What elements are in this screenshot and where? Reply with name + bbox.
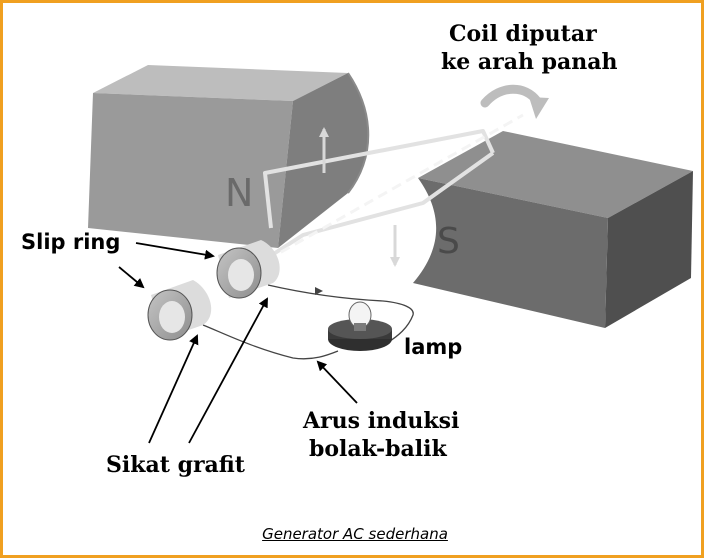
- lamp-icon: [328, 301, 392, 351]
- slip-ring-label: Slip ring: [21, 230, 121, 254]
- south-magnet: [413, 131, 693, 328]
- rotation-arrow-icon: [480, 84, 549, 119]
- induced-current-label-line2: bolak-balik: [309, 436, 447, 462]
- circuit-wires: [202, 284, 414, 360]
- figure-caption: Generator AC sederhana: [262, 525, 448, 543]
- axle: [252, 113, 524, 270]
- wire-arrow-icon: [315, 287, 323, 295]
- coil: [263, 129, 495, 255]
- pole-north-label: N: [225, 171, 254, 215]
- induced-current-label-line1: Arus induksi: [303, 408, 460, 434]
- pole-south-label: S: [437, 221, 460, 262]
- generator-diagram: [88, 65, 693, 444]
- slip-ring-back: [216, 240, 280, 299]
- slip-ring-front: [147, 280, 212, 341]
- lamp-label: lamp: [404, 335, 463, 359]
- coil-rotation-label-line2: ke arah panah: [441, 49, 618, 75]
- north-magnet: [88, 65, 370, 248]
- pointer-arrows: [118, 242, 358, 444]
- graphite-brush-label: Sikat grafit: [106, 452, 245, 478]
- coil-rotation-label-line1: Coil diputar: [449, 21, 597, 47]
